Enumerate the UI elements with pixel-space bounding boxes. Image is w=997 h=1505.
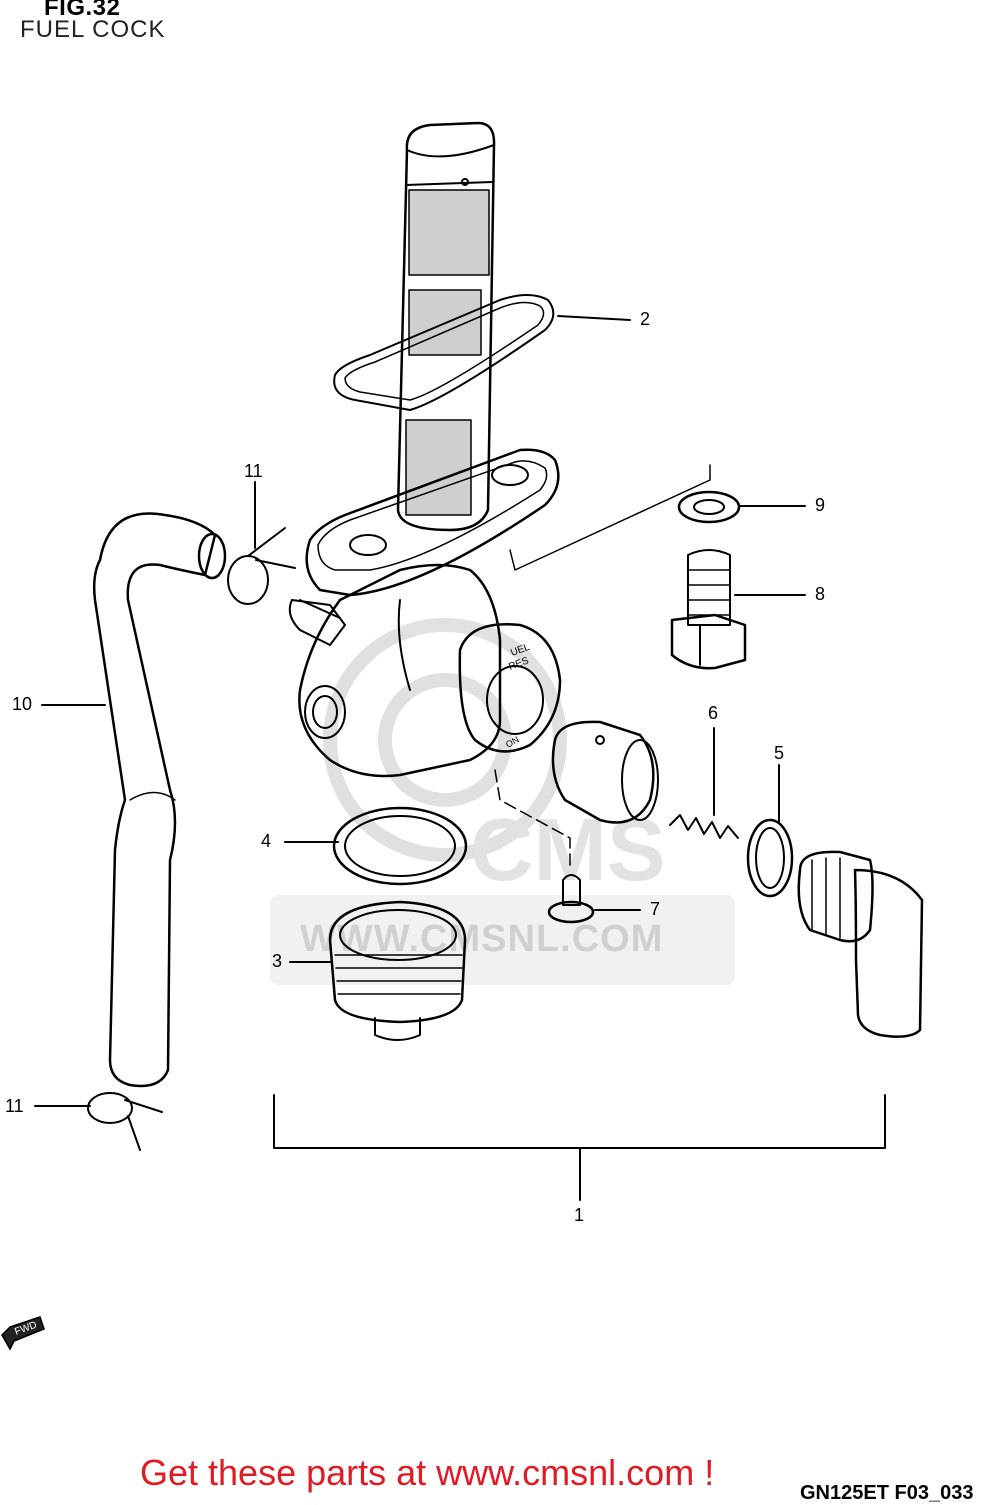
fwd-arrow-icon: FWD [1, 1316, 45, 1351]
fuel-cock-lever [797, 850, 924, 1038]
hose-clip-11-bottom [87, 1092, 163, 1151]
callout-8: 8 [815, 584, 826, 604]
callout-11-top: 11 [244, 461, 263, 481]
filter-oring [333, 294, 555, 411]
washer-9 [677, 490, 741, 524]
callout-11-bottom: 11 [5, 1096, 24, 1116]
valve-body [288, 563, 562, 778]
watermark-logo [323, 618, 567, 862]
figure-title: FIG.32 [44, 0, 121, 21]
watermark-banner [270, 895, 735, 985]
callout-9: 9 [815, 495, 826, 515]
get-parts-link[interactable]: Get these parts at www.cmsnl.com ! [140, 1452, 715, 1493]
callout-7: 7 [650, 899, 661, 919]
callout-3: 3 [272, 951, 283, 971]
hose-clip-11-top [227, 527, 296, 605]
mounting-flange [305, 448, 560, 597]
plunger [551, 720, 659, 824]
callout-6: 6 [708, 703, 719, 723]
screw-7 [547, 874, 595, 924]
spring-6 [669, 814, 739, 839]
fuel-hose-10 [92, 512, 227, 1088]
gasket-4 [332, 806, 468, 886]
callout-2: 2 [640, 309, 651, 329]
sediment-cup-3 [328, 900, 467, 1041]
callout-1: 1 [574, 1205, 585, 1225]
callout-10: 10 [12, 694, 33, 714]
drain-bolt-8 [670, 549, 747, 670]
assembly-lines [494, 464, 711, 866]
oring-5 [746, 818, 794, 898]
drawing-code: GN125ET F03_033 [800, 1482, 974, 1504]
callout-4: 4 [261, 831, 272, 851]
assembly-bracket-1 [273, 1094, 886, 1201]
callout-5: 5 [774, 743, 785, 763]
figure-subtitle: FUEL COCK [20, 16, 166, 43]
leader-2 [557, 315, 631, 321]
fuel-filter-screen [396, 121, 496, 532]
watermark-logo-text: CMS [470, 800, 666, 899]
